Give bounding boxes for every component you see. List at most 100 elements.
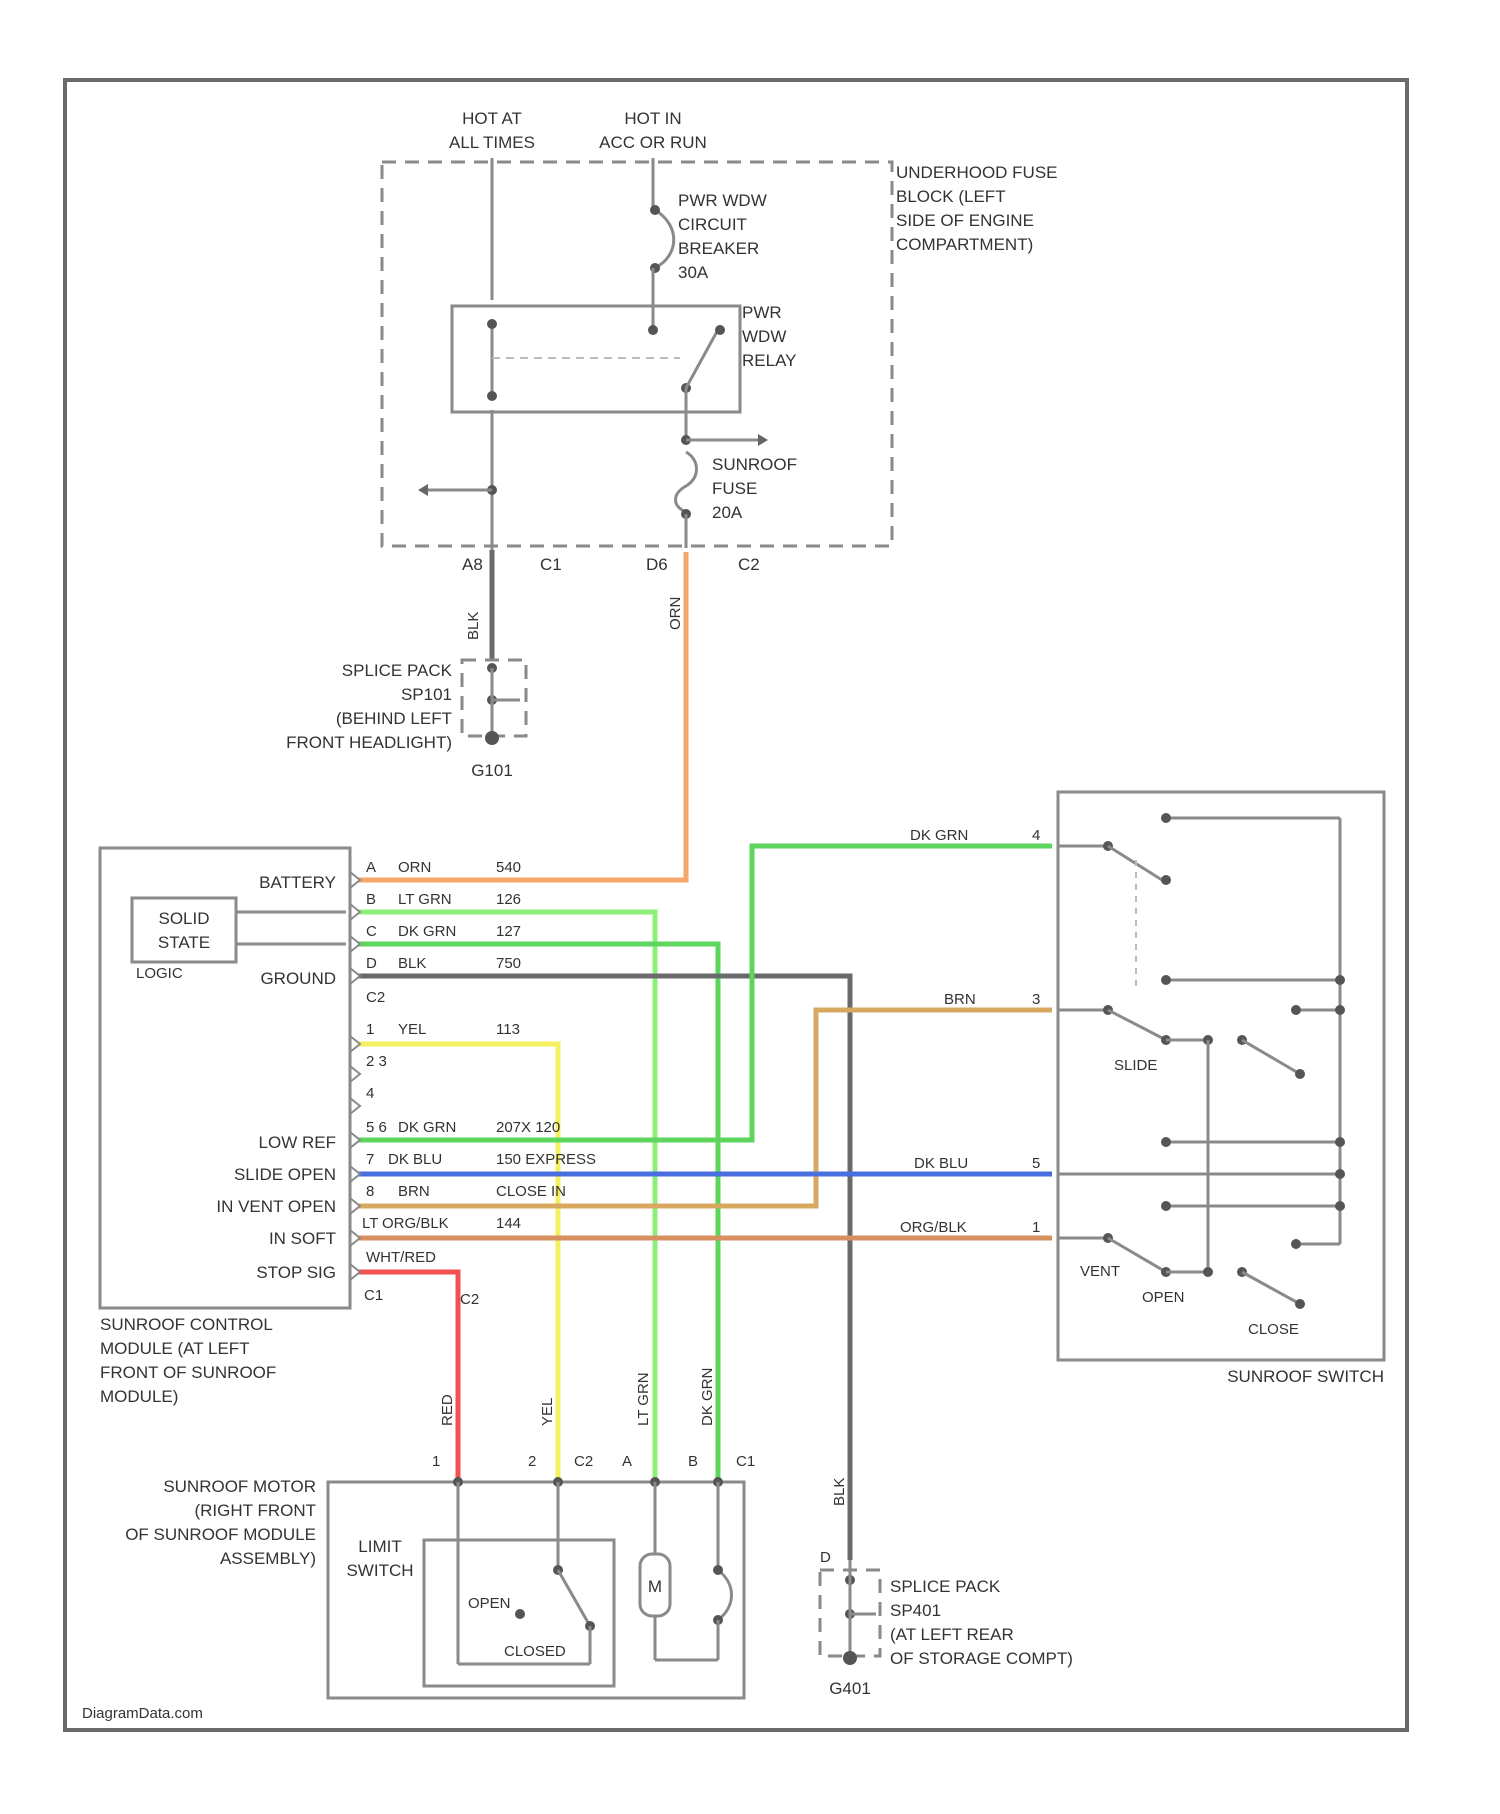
harness-color: WHT/RED bbox=[366, 1249, 436, 1266]
harness-color: BLK bbox=[398, 955, 426, 972]
motor-label-2: (RIGHT FRONT bbox=[194, 1501, 316, 1520]
relay-dot-1 bbox=[487, 319, 497, 329]
solid-state-label-1: SOLID bbox=[158, 909, 209, 928]
harness-circuit: 127 bbox=[496, 923, 521, 940]
harness-color: ORN bbox=[398, 859, 431, 876]
relay-label-3: RELAY bbox=[742, 351, 797, 370]
harness-pin: C bbox=[366, 923, 377, 940]
fuse-pin-d6: D6 bbox=[646, 555, 668, 574]
relay-dot-2 bbox=[487, 391, 497, 401]
module-pin-slide-open: SLIDE OPEN bbox=[234, 1165, 336, 1184]
breaker-dot-top bbox=[650, 205, 660, 215]
sunroof-switch-label: SUNROOF SWITCH bbox=[1227, 1367, 1384, 1386]
harness-circuit: 113 bbox=[496, 1021, 520, 1038]
harness-pin: 1 bbox=[366, 1021, 374, 1038]
switch-position-slide: SLIDE bbox=[1114, 1057, 1157, 1074]
blk-wire-ground bbox=[358, 976, 850, 1560]
motor-pin-b: B bbox=[688, 1453, 698, 1470]
fuse-block-label-3: SIDE OF ENGINE bbox=[896, 211, 1034, 230]
switch-position-open: OPEN bbox=[1142, 1289, 1185, 1306]
sunroof-fuse-label-1: SUNROOF bbox=[712, 455, 797, 474]
sp101-label-3: (BEHIND LEFT bbox=[336, 709, 452, 728]
solid-state-label-2: STATE bbox=[158, 933, 210, 952]
harness-color: LT GRN bbox=[398, 891, 452, 908]
fuse-block-outline bbox=[382, 162, 892, 546]
motor-pin-a: A bbox=[622, 1453, 632, 1470]
fuse-pin-a8: A8 bbox=[462, 555, 483, 574]
logic-label: LOGIC bbox=[136, 965, 183, 982]
limit-switch-label-2: SWITCH bbox=[346, 1561, 413, 1580]
motor-label-4: ASSEMBLY) bbox=[220, 1549, 316, 1568]
motor-label-3: OF SUNROOF MODULE bbox=[125, 1525, 316, 1544]
sp401-label-3: (AT LEFT REAR bbox=[890, 1625, 1014, 1644]
motor-label-1: SUNROOF MOTOR bbox=[163, 1477, 316, 1496]
motor-pin-c2: C2 bbox=[574, 1453, 593, 1470]
harness-pin: 2 3 bbox=[366, 1053, 387, 1070]
breaker-label-3: BREAKER bbox=[678, 239, 759, 258]
sp401-label-4: OF STORAGE COMPT) bbox=[890, 1649, 1073, 1668]
motor-symbol: M bbox=[648, 1577, 662, 1596]
sp101-label-2: SP101 bbox=[401, 685, 452, 704]
g401-label: G401 bbox=[829, 1679, 871, 1698]
switch-position-vent: VENT bbox=[1080, 1263, 1120, 1280]
orn-wire-label: ORN bbox=[667, 597, 684, 630]
breaker-label-1: PWR WDW bbox=[678, 191, 767, 210]
harness-color: DK GRN bbox=[398, 923, 456, 940]
limit-switch-label-1: LIMIT bbox=[358, 1537, 401, 1556]
sp101-label-4: FRONT HEADLIGHT) bbox=[286, 733, 452, 752]
module-pin-battery: BATTERY bbox=[259, 873, 336, 892]
harness-pin: B bbox=[366, 891, 376, 908]
fuse-block-label-4: COMPARTMENT) bbox=[896, 235, 1033, 254]
fuse-arrow-head bbox=[758, 434, 768, 446]
harness-circuit: 540 bbox=[496, 859, 521, 876]
switch-wire-label-dk-grn: DK GRN bbox=[910, 827, 968, 844]
harness-circuit: 150 EXPRESS bbox=[496, 1151, 596, 1168]
fuse-ground-arrow-head bbox=[418, 484, 428, 496]
limit-switch-closed-label: CLOSED bbox=[504, 1643, 566, 1660]
motor-pin-2: 2 bbox=[528, 1453, 536, 1470]
fuse-pin-c2: C2 bbox=[738, 555, 760, 574]
harness-circuit: CLOSE IN bbox=[496, 1183, 566, 1200]
sunroof-fuse-symbol bbox=[676, 452, 697, 512]
switch-pin-1: 1 bbox=[1032, 1219, 1040, 1236]
sp401-pin-d: D bbox=[820, 1549, 831, 1566]
module-c2b-label: C2 bbox=[460, 1291, 479, 1308]
relay-contact-top bbox=[648, 325, 658, 335]
module-pin-low-ref: LOW REF bbox=[259, 1133, 336, 1152]
switch-wire-label-dk-blu: DK BLU bbox=[914, 1155, 968, 1172]
module-label-2: MODULE (AT LEFT bbox=[100, 1339, 250, 1358]
harness-pin: D bbox=[366, 955, 377, 972]
brn-wire bbox=[358, 1010, 1052, 1206]
motor-pin-1: 1 bbox=[432, 1453, 440, 1470]
module-pin-ground: GROUND bbox=[260, 969, 336, 988]
module-label-3: FRONT OF SUNROOF bbox=[100, 1363, 276, 1382]
module-label-4: MODULE) bbox=[100, 1387, 178, 1406]
fuse-block-label-1: UNDERHOOD FUSE bbox=[896, 163, 1058, 182]
switch-pin-4: 4 bbox=[1032, 827, 1040, 844]
switch-pin-3: 3 bbox=[1032, 991, 1040, 1008]
harness-pin: 4 bbox=[366, 1085, 374, 1102]
sp401-label-1: SPLICE PACK bbox=[890, 1577, 1001, 1596]
motor-wire-label-dk-grn: DK GRN bbox=[699, 1368, 716, 1426]
harness-pin: A bbox=[366, 859, 376, 876]
g101-label: G101 bbox=[471, 761, 513, 780]
harness-circuit: 207X 120 bbox=[496, 1119, 560, 1136]
harness-circuit: 126 bbox=[496, 891, 521, 908]
relay-label-2: WDW bbox=[742, 327, 786, 346]
sunroof-fuse-label-3: 20A bbox=[712, 503, 743, 522]
harness-pin: LT bbox=[362, 1215, 378, 1232]
harness-color: DK BLU bbox=[388, 1151, 442, 1168]
g101-ground-point bbox=[485, 731, 499, 745]
blk-wire-label-top: BLK bbox=[465, 612, 482, 640]
fuse-block-label-2: BLOCK (LEFT bbox=[896, 187, 1006, 206]
hot-at-all-times-label-1: HOT AT bbox=[462, 109, 522, 128]
harness-pin: 5 6 bbox=[366, 1119, 387, 1136]
relay-contact-end bbox=[715, 325, 725, 335]
sunroof-motor-box bbox=[328, 1482, 744, 1698]
harness-circuit: 144 bbox=[496, 1215, 521, 1232]
solid-state-box bbox=[132, 898, 236, 962]
module-pin-in-soft: IN SOFT bbox=[269, 1229, 336, 1248]
harness-color: BRN bbox=[398, 1183, 430, 1200]
switch-wire-label-org-blk: ORG/BLK bbox=[900, 1219, 967, 1236]
